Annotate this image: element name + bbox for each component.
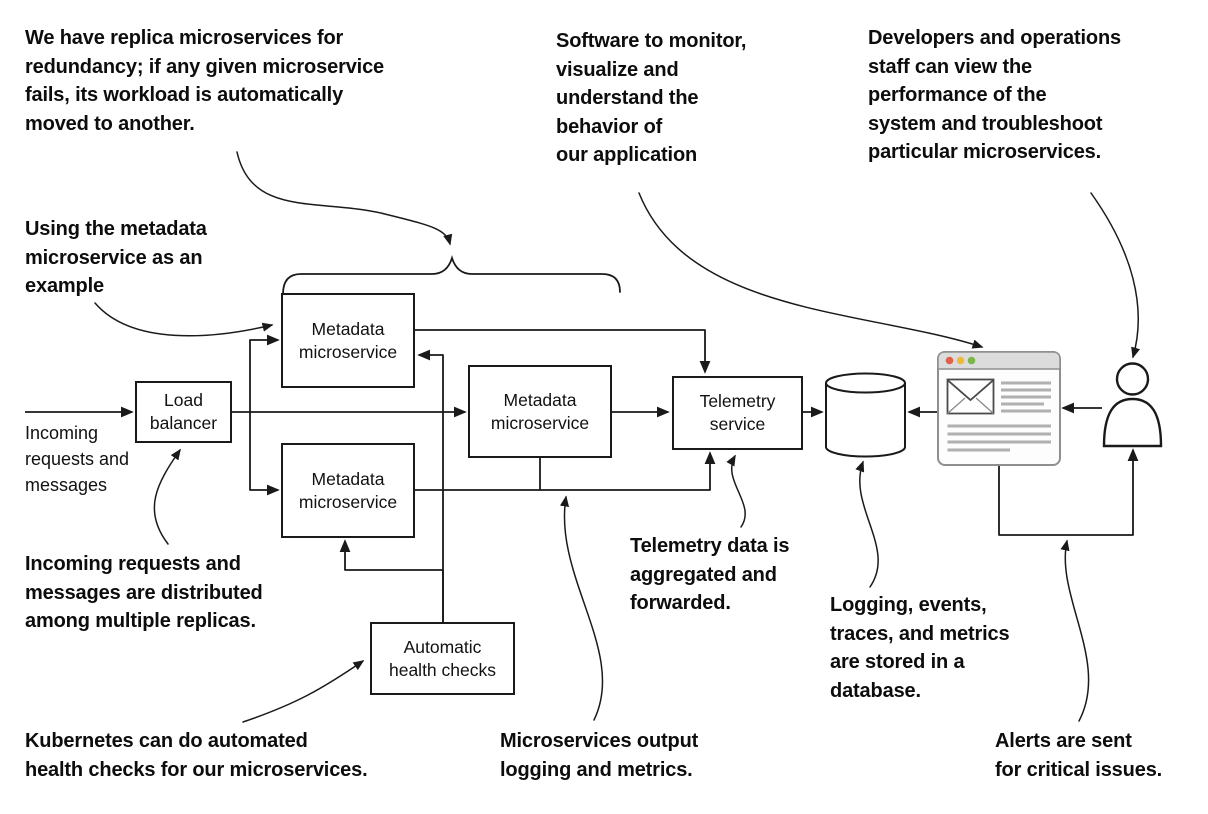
node-metadata-microservice-mid: Metadata microservice: [468, 365, 612, 458]
node-automatic-health-checks: Automatic health checks: [370, 622, 515, 695]
connector-loadbalancer-to-metadata-bottom: [249, 412, 280, 496]
envelope-icon: [946, 378, 995, 415]
connector-healthcheck-to-metadata-bottom: [339, 539, 444, 622]
annotation-alerts: Alerts are sent for critical issues.: [995, 730, 1163, 781]
label-incoming-requests: Incoming requests and messages: [25, 423, 130, 495]
placeholder-text-lines: [947, 381, 1051, 452]
connector-loadbalancer-to-metadata-top: [249, 334, 280, 412]
annotation-monitor-software: Software to monitor, visualize and under…: [556, 30, 747, 166]
annotation-developers: Developers and operations staff can view…: [868, 27, 1121, 163]
arrow-alerts-annotation: [1060, 539, 1090, 722]
arrow-developers-annotation: [1090, 192, 1141, 359]
arrow-monitor-software-annotation: [638, 192, 984, 349]
annotation-replicas: We have replica microservices for redund…: [25, 27, 385, 135]
annotation-telemetry-aggregated: Telemetry data is aggregated and forward…: [630, 535, 790, 614]
annotation-kubernetes: Kubernetes can do automated health check…: [25, 730, 368, 781]
annotation-logging-stored: Logging, events, traces, and metrics are…: [830, 594, 1010, 702]
node-metadata-microservice-bottom: Metadata microservice: [281, 443, 415, 538]
annotation-distributed: Incoming requests and messages are distr…: [25, 553, 263, 632]
arrow-replicas-annotation: [236, 151, 453, 246]
arrow-distributed-annotation: [153, 448, 181, 545]
arrow-output-logging-annotation: [559, 495, 604, 721]
node-load-balancer: Load balancer: [135, 381, 232, 443]
connector-metadata-bottom-to-telemetry: [415, 451, 716, 491]
connector-alerts-to-person: [998, 448, 1139, 536]
arrow-logging-stored-annotation: [855, 460, 879, 588]
annotation-output-logging: Microservices output logging and metrics…: [500, 730, 699, 781]
arrow-kubernetes-annotation: [242, 660, 365, 723]
arrow-telemetry-aggregated-annotation: [726, 454, 746, 528]
connector-healthcheck-to-metadata-top: [417, 349, 444, 622]
traffic-light-yellow-icon: [956, 356, 965, 365]
replicas-brace: [282, 254, 621, 295]
annotation-using-metadata: Using the metadata microservice as an ex…: [25, 218, 207, 297]
connector-metadata-top-to-telemetry: [415, 329, 711, 374]
node-telemetry-service: Telemetry service: [672, 376, 803, 450]
database-icon: [825, 372, 906, 458]
monitoring-app-window-icon: [937, 351, 1061, 466]
traffic-light-red-icon: [945, 356, 954, 365]
arrow-using-metadata-annotation: [94, 302, 274, 337]
traffic-light-green-icon: [967, 356, 976, 365]
node-metadata-microservice-top: Metadata microservice: [281, 293, 415, 388]
person-icon: [1102, 362, 1163, 448]
window-title-bar: [937, 351, 1061, 370]
